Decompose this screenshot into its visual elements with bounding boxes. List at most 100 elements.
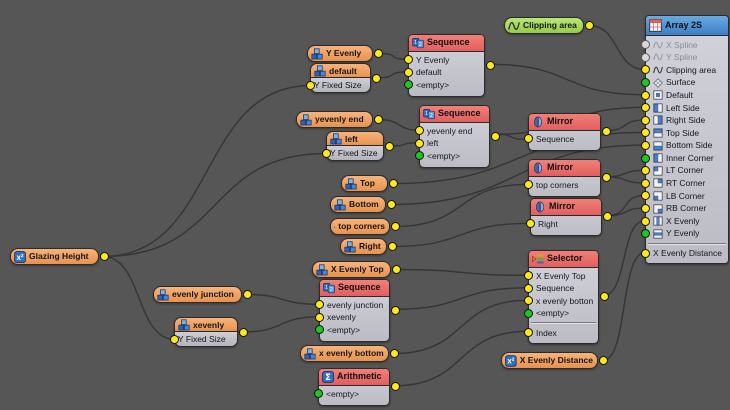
port-dot-yellow[interactable]	[414, 126, 424, 136]
port-dot-yellow[interactable]	[585, 21, 594, 30]
port-dot-yellow[interactable]	[523, 283, 533, 293]
port-dot-yellow[interactable]	[599, 356, 608, 365]
port-dot-yellow[interactable]	[640, 65, 650, 75]
port-dot-yellow[interactable]	[100, 252, 109, 261]
input-label: yevenly end	[427, 125, 473, 136]
port-dot-green[interactable]	[314, 325, 324, 335]
node-right[interactable]: Right	[340, 237, 397, 256]
node-y-evenly[interactable]: Y Evenly	[307, 44, 383, 63]
wire	[588, 24, 646, 71]
port-dot-yellow[interactable]	[321, 149, 331, 158]
node-yevenly-end[interactable]: yevenly end	[296, 110, 383, 129]
port-dot-yellow[interactable]	[640, 216, 650, 226]
port-dot-yellow[interactable]	[600, 292, 609, 302]
port-dot-yellow[interactable]	[314, 312, 324, 322]
port-dot-yellow[interactable]	[390, 349, 399, 358]
port-dot-yellow[interactable]	[391, 222, 400, 231]
port-dot-yellow[interactable]	[523, 328, 533, 338]
node-bottom[interactable]: Bottom	[330, 195, 396, 214]
port-dot-green[interactable]	[403, 80, 413, 90]
port-dot-yellow[interactable]	[392, 265, 401, 274]
wire	[242, 316, 320, 333]
port-dot-yellow[interactable]	[388, 242, 397, 251]
port-dot-yellow[interactable]	[391, 382, 400, 392]
node-mirror-3[interactable]: Mirror Right	[525, 198, 612, 236]
node-default-combo[interactable]: default Y Fixed Size	[305, 63, 381, 93]
port-dot-yellow[interactable]	[640, 248, 650, 258]
port-dot-yellow[interactable]	[640, 178, 650, 188]
port-dot-yellow[interactable]	[486, 60, 495, 70]
port-dot-yellow[interactable]	[640, 103, 650, 113]
node-title: Arithmetic	[337, 371, 382, 382]
port-dot-yellow[interactable]	[523, 271, 533, 281]
port-dot-yellow[interactable]	[491, 131, 500, 141]
port-dot-yellow[interactable]	[305, 81, 315, 90]
node-top[interactable]: Top	[341, 174, 398, 193]
port-dot-yellow[interactable]	[640, 191, 650, 201]
port-dot-yellow[interactable]	[640, 141, 650, 151]
port-dot-yellow[interactable]	[374, 49, 383, 58]
input-label: left	[427, 138, 439, 148]
node-x-evenly-bottom[interactable]: x evenly bottom	[300, 344, 399, 363]
port-dot-yellow[interactable]	[523, 134, 533, 144]
node-x-evenly-top[interactable]: X Evenly Top	[312, 260, 401, 279]
port-dot-green[interactable]	[313, 389, 323, 399]
port-dot-yellow[interactable]	[372, 73, 381, 83]
node-clipping-area[interactable]: Clipping area	[504, 16, 594, 35]
port-dot-yellow[interactable]	[603, 212, 612, 222]
port-dot-yellow[interactable]	[391, 305, 400, 315]
port-dot-yellow[interactable]	[243, 290, 252, 299]
port-dot-green[interactable]	[640, 153, 650, 163]
port-dot-yellow[interactable]	[169, 335, 179, 344]
port-dot-gray[interactable]	[640, 40, 650, 50]
port-dot-yellow[interactable]	[640, 128, 650, 138]
port-dot-yellow[interactable]	[640, 166, 650, 176]
wire	[392, 131, 646, 185]
node-mirror-2[interactable]: Mirror top corners	[523, 159, 611, 197]
port-dot-green[interactable]	[640, 78, 650, 88]
node-label: Glazing Height	[29, 251, 89, 262]
port-dot-yellow[interactable]	[640, 115, 650, 125]
port-dot-yellow[interactable]	[403, 55, 413, 65]
port-dot-yellow[interactable]	[640, 90, 650, 100]
svg-text:1: 1	[425, 111, 428, 117]
node-mirror-1[interactable]: Mirror Sequence	[523, 113, 611, 151]
port-dot-green[interactable]	[640, 229, 650, 239]
port-dot-yellow[interactable]	[640, 204, 650, 214]
port-dot-green[interactable]	[414, 151, 424, 161]
port-dot-yellow[interactable]	[239, 327, 248, 337]
port-dot-yellow[interactable]	[403, 67, 413, 77]
port-dot-yellow[interactable]	[602, 173, 611, 183]
port-dot-yellow[interactable]	[387, 200, 396, 209]
node-xevenly-combo[interactable]: xevenly Y Fixed Size	[169, 317, 248, 347]
spline-icon	[653, 66, 663, 74]
port-dot-yellow[interactable]	[602, 127, 611, 137]
node-left-combo[interactable]: left Y Fixed Size	[321, 131, 394, 161]
port-dot-yellow[interactable]	[389, 179, 398, 188]
svg-text:2: 2	[430, 113, 433, 119]
wire	[102, 255, 176, 341]
port-dot-yellow[interactable]	[525, 219, 535, 229]
port-dot-yellow[interactable]	[385, 141, 394, 151]
node-evenly-junction[interactable]: evenly junction	[153, 285, 252, 304]
port-dot-yellow[interactable]	[523, 296, 533, 306]
port-dot-yellow[interactable]	[523, 180, 533, 190]
node-top-corners[interactable]: top corners	[330, 217, 400, 236]
port-dot-yellow[interactable]	[314, 300, 324, 310]
port-dot-gray[interactable]	[640, 52, 650, 62]
port-dot-yellow[interactable]	[414, 138, 424, 148]
input-label: top corners	[536, 179, 579, 190]
port-dot-yellow[interactable]	[374, 115, 383, 124]
port-dot-green[interactable]	[523, 308, 533, 318]
